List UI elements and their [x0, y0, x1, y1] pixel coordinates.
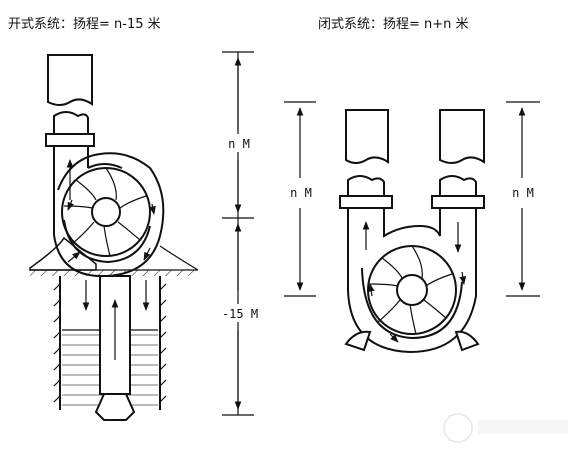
pump-foot-right [454, 330, 480, 352]
closed-system-diagram: 闭式系统：扬程= n+n 米 [318, 17, 485, 354]
right-title: 闭式系统：扬程= n+n 米 [318, 17, 469, 32]
dim-label-minus-15: -15 M [222, 307, 258, 321]
dim-label-n-right: n M [512, 186, 534, 200]
watermark-logo-icon [443, 413, 568, 443]
pump-foot-left [344, 330, 372, 352]
impeller-icon-2 [367, 245, 457, 335]
upper-flange [45, 111, 95, 147]
left-dimension: n M -15 M [220, 51, 260, 416]
dim-label-n-top: n M [228, 137, 250, 151]
impeller-icon [61, 167, 151, 257]
suction-pipe [82, 275, 150, 421]
dim-label-n-left: n M [290, 186, 312, 200]
pipe-icon-left [345, 109, 389, 164]
top-pipe-icon [47, 54, 93, 106]
right-flange [431, 195, 485, 209]
closed-pump-volute [344, 208, 480, 354]
left-title: 开式系统：扬程= n-15 米 [8, 17, 161, 32]
open-system-diagram: 开式系统：扬程= n-15 米 [8, 17, 199, 421]
foot-valve-icon [94, 393, 136, 421]
left-flange [339, 195, 393, 209]
open-pump-volute [53, 152, 165, 278]
right-dimension-right: n M [506, 101, 540, 297]
ground-left [29, 236, 199, 276]
right-dimension-left: n M [284, 101, 316, 297]
pipe-icon-right [439, 109, 485, 164]
